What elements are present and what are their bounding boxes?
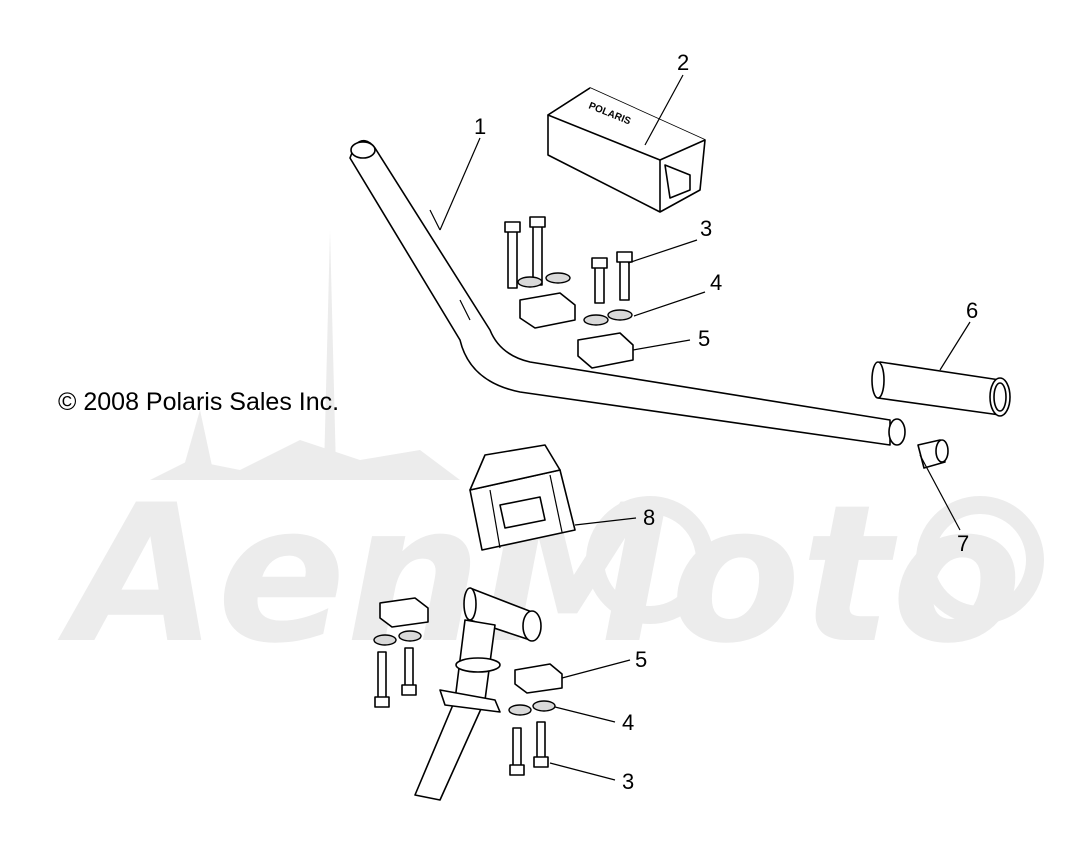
callout-4-bottom: 4	[622, 710, 634, 735]
copyright-notice: © 2008 Polaris Sales Inc.	[58, 388, 340, 416]
handlebar-block	[469, 444, 576, 551]
leader-lines	[439, 74, 971, 781]
callout-7: 7	[957, 531, 969, 556]
clamps-top	[519, 292, 634, 369]
callout-8: 8	[643, 505, 655, 530]
callout-3-top: 3	[700, 216, 712, 241]
washers-top	[517, 272, 633, 326]
callouts: 1 2 3 4 5 6 7 8 5 4 3	[474, 50, 978, 794]
callout-3-bottom: 3	[622, 769, 634, 794]
callout-1: 1	[474, 114, 486, 139]
steering-column	[414, 587, 542, 801]
lower-hardware	[373, 597, 563, 776]
callout-2: 2	[677, 50, 689, 75]
callout-4-top: 4	[710, 270, 722, 295]
bolts-top	[504, 216, 633, 304]
callout-6: 6	[966, 298, 978, 323]
grip	[871, 361, 1011, 417]
callout-5-bottom: 5	[635, 647, 647, 672]
callout-5-top: 5	[698, 326, 710, 351]
handlebar-pad: POLARIS	[547, 87, 706, 213]
handlebar	[349, 139, 906, 446]
end-plug	[917, 439, 949, 469]
